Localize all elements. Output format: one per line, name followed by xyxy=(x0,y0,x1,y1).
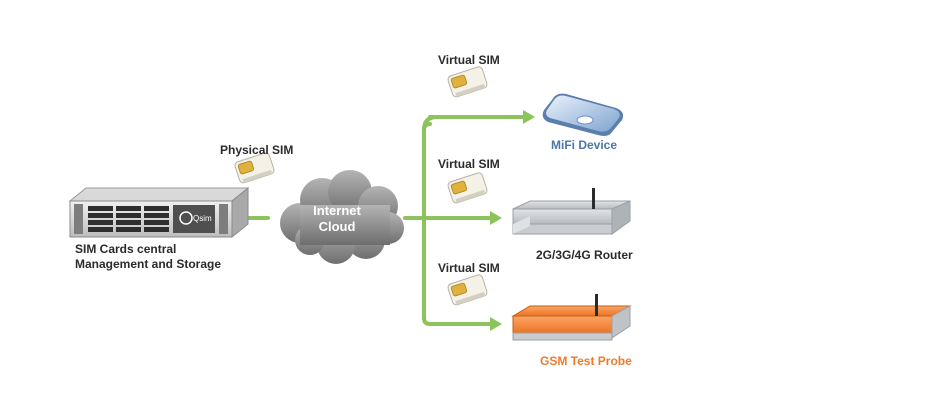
server-logo: Qsim xyxy=(193,214,212,223)
cloud-label-line1: Internet xyxy=(313,203,361,218)
probe-label: GSM Test Probe xyxy=(540,354,632,368)
virtual-sim-label-router: Virtual SIM xyxy=(438,157,500,171)
cloud-label-line2: Cloud xyxy=(319,219,356,234)
sim-card-icon xyxy=(447,274,488,306)
storage-label-line2: Management and Storage xyxy=(75,257,222,271)
sim-card-icon xyxy=(447,66,488,98)
server-icon: Qsim xyxy=(68,186,250,239)
arrow-icon xyxy=(523,110,535,124)
arrow-heads xyxy=(490,110,535,331)
storage-label-line1: SIM Cards central xyxy=(75,242,177,256)
arrow-icon xyxy=(490,211,502,225)
virtual-sim-label-mifi: Virtual SIM xyxy=(438,53,500,67)
router-icon xyxy=(512,188,631,235)
virtual-sim-label-probe: Virtual SIM xyxy=(438,261,500,275)
sim-card-icon xyxy=(447,172,488,204)
arrow-icon xyxy=(490,317,502,331)
sim-card-icon xyxy=(234,152,275,184)
mifi-device-icon xyxy=(542,93,624,136)
storage-label: SIM Cards central Management and Storage xyxy=(75,242,221,272)
mifi-device-label: MiFi Device xyxy=(551,138,618,152)
router-label: 2G/3G/4G Router xyxy=(536,248,633,262)
cloud-icon xyxy=(280,170,404,264)
physical-sim-label: Physical SIM xyxy=(220,143,294,157)
connector-branch-trunk xyxy=(422,122,432,326)
test-probe-icon xyxy=(511,294,632,341)
